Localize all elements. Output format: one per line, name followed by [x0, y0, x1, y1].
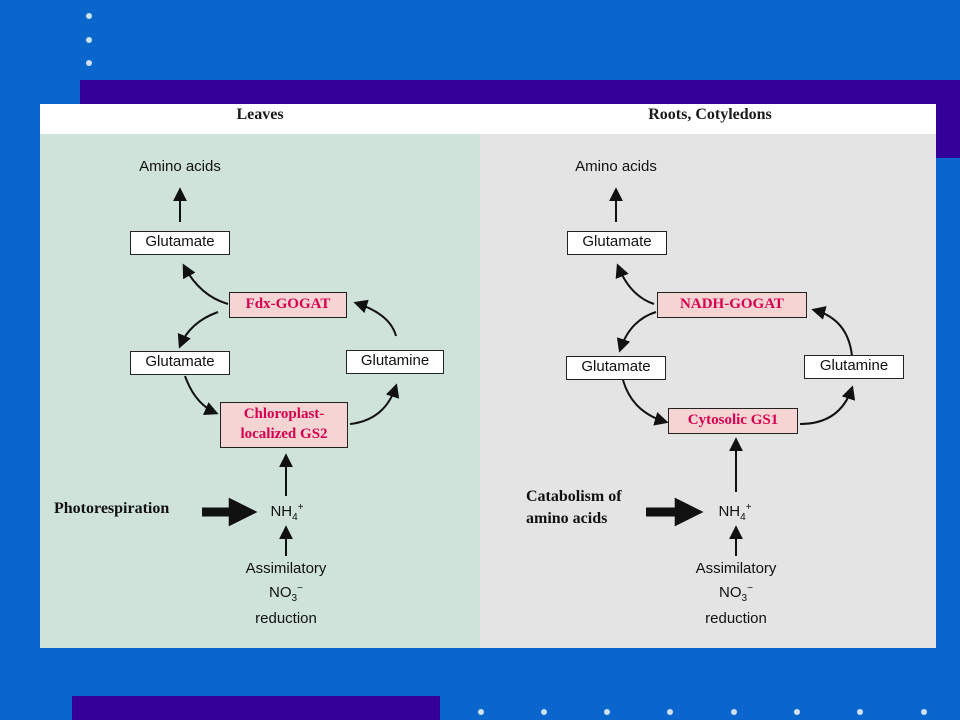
roots-no3-sup: −: [747, 583, 753, 594]
leaves-nh4-label: NH4+: [262, 502, 312, 523]
leaves-nh4-sup: +: [297, 502, 304, 513]
roots-assim-line3: reduction: [705, 610, 767, 627]
roots-assimilatory-label: Assimilatory NO3− reduction: [680, 559, 792, 629]
bottom-dot: [667, 709, 673, 715]
leaves-no3-sub: 3: [291, 593, 298, 604]
bottom-accent-bar: [72, 696, 440, 720]
bottom-dot: [857, 709, 863, 715]
leaves-chloroplast-gs2-box: Chloroplast- localized GS2: [220, 402, 348, 448]
bottom-dot: [478, 709, 484, 715]
bullet-dot: [86, 13, 92, 19]
bottom-dot: [604, 709, 610, 715]
roots-catabolism-label: Catabolism of amino acids: [526, 486, 622, 530]
roots-nh4-sup: +: [745, 502, 752, 513]
leaves-nh4-text: NH: [270, 503, 293, 520]
leaves-panel: [40, 134, 480, 648]
leaves-amino-acids-label: Amino acids: [139, 158, 221, 175]
roots-nh4-sub: 4: [740, 512, 746, 523]
leaves-assimilatory-label: Assimilatory NO3− reduction: [230, 559, 342, 629]
roots-amino-acids-label: Amino acids: [575, 158, 657, 175]
roots-assim-line1: Assimilatory: [695, 560, 777, 577]
leaves-assim-line2: NO3−: [230, 579, 342, 609]
roots-panel: [480, 134, 936, 648]
roots-no3-sub: 3: [741, 593, 748, 604]
leaves-no3-sup: −: [297, 583, 303, 594]
leaves-glutamate-top-box: Glutamate: [130, 231, 230, 255]
roots-assim-line2: NO3−: [680, 579, 792, 609]
bottom-dot: [541, 709, 547, 715]
leaves-glutamate-mid-box: Glutamate: [130, 351, 230, 375]
leaves-gs2-line2: localized GS2: [240, 426, 328, 442]
pathway-arrows: [173, 187, 856, 556]
roots-glutamine-box: Glutamine: [804, 355, 904, 379]
roots-glutamate-mid-box: Glutamate: [566, 356, 666, 380]
bottom-dot: [794, 709, 800, 715]
bottom-dot: [921, 709, 927, 715]
bottom-dot: [731, 709, 737, 715]
leaves-fdx-gogat-box: Fdx-GOGAT: [229, 292, 347, 318]
bullet-dot: [86, 60, 92, 66]
leaves-gs2-line1: Chloroplast-: [243, 406, 325, 422]
leaves-glutamine-box: Glutamine: [346, 350, 444, 374]
leaves-assim-line3: reduction: [255, 610, 317, 627]
roots-nadh-gogat-box: NADH-GOGAT: [657, 292, 807, 318]
roots-nh4-text: NH: [718, 503, 741, 520]
roots-catabolism-line2: amino acids: [526, 510, 608, 527]
roots-cytosolic-gs1-box: Cytosolic GS1: [668, 408, 798, 434]
leaves-photorespiration-label: Photorespiration: [54, 500, 170, 517]
roots-no3-text: NO: [719, 584, 742, 601]
leaves-title: Leaves: [236, 106, 284, 123]
roots-catabolism-line1: Catabolism of: [526, 488, 622, 505]
leaves-nh4-sub: 4: [292, 512, 298, 523]
leaves-no3-text: NO: [269, 584, 292, 601]
nitrogen-assimilation-figure: Leaves Roots, Cotyledons Amin: [40, 104, 936, 648]
roots-nh4-label: NH4+: [710, 502, 760, 523]
roots-glutamate-top-box: Glutamate: [567, 231, 667, 255]
leaves-assim-line1: Assimilatory: [245, 560, 327, 577]
roots-title: Roots, Cotyledons: [648, 106, 772, 123]
bullet-dot: [86, 37, 92, 43]
